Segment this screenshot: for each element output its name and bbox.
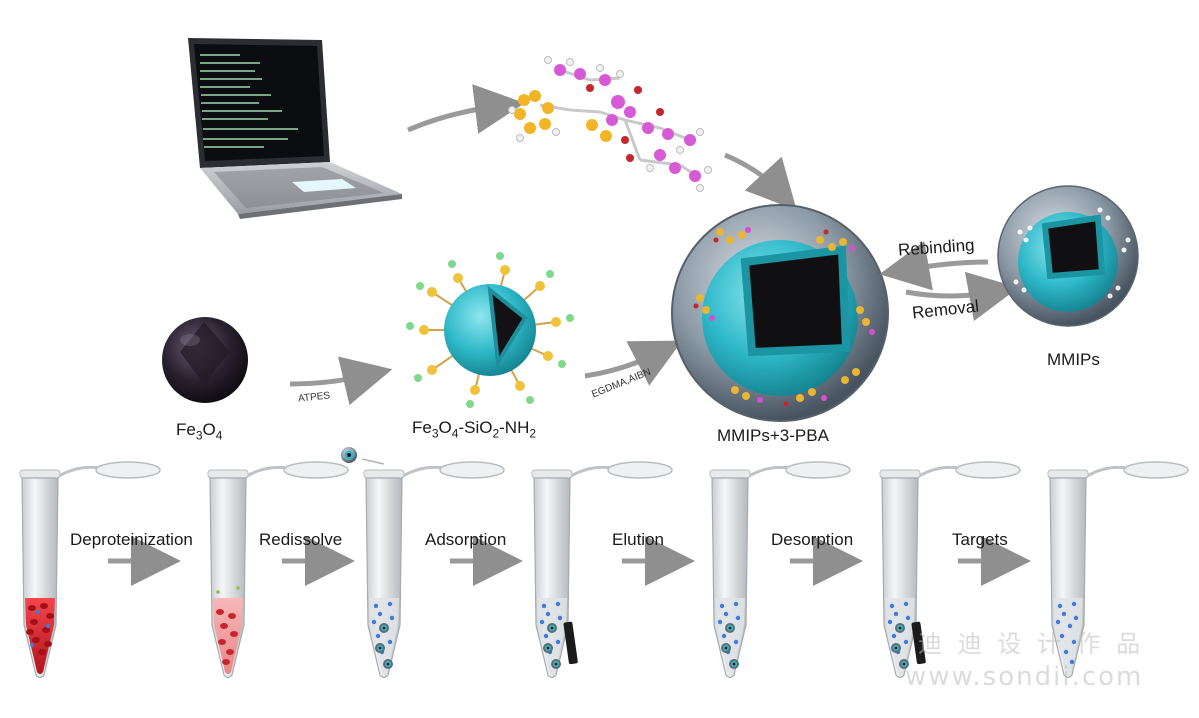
arrow-molecule-to-mmips-pba [724,152,797,211]
watermark-url: www.sondii.com [905,662,1144,692]
fe3o4-sio2-nh2-label: Fe3O4-SiO2-NH2 [412,418,537,441]
imprinted-molecule-marks [693,227,875,407]
step-label-targets: Targets [952,530,1008,549]
arrow-egdma-aibn [584,340,683,386]
centrifuge-tube [207,461,349,679]
mmips-3pba-particle [671,204,889,422]
tube-row [19,461,1189,679]
molecule-3-pba [508,56,712,192]
centrifuge-tube [19,461,161,679]
fe3o4-sio2-nh2-particle [406,252,574,408]
mmips-pba-label: MMIPs+3-PBA [717,426,829,445]
watermark-cn: 迪 迪 设 计 作 品 [918,630,1145,658]
fe3o4-particle [162,317,248,403]
centrifuge-tube [879,461,1021,679]
step-label-deproteinization: Deproteinization [70,530,193,549]
step-label-redissolve: Redissolve [259,530,343,549]
arrow-rebinding [879,241,989,291]
centrifuge-tube [531,461,673,679]
step-label-elution: Elution [612,530,664,549]
step-label-desorption: Desorption [771,530,854,549]
small-particle-icon [341,447,385,465]
mmips-particle [997,185,1139,327]
mmips-label: MMIPs [1047,350,1100,369]
arrow-atpes [289,356,393,406]
fe3o4-label: Fe3O4 [176,420,223,443]
centrifuge-tube [363,461,505,679]
arrow-laptop-to-molecule [407,84,525,134]
arrow-removal [905,271,1019,322]
step-label-adsorption: Adsorption [425,530,507,549]
centrifuge-tube [709,461,851,679]
laptop-icon [188,38,402,219]
centrifuge-tube [1047,461,1189,679]
